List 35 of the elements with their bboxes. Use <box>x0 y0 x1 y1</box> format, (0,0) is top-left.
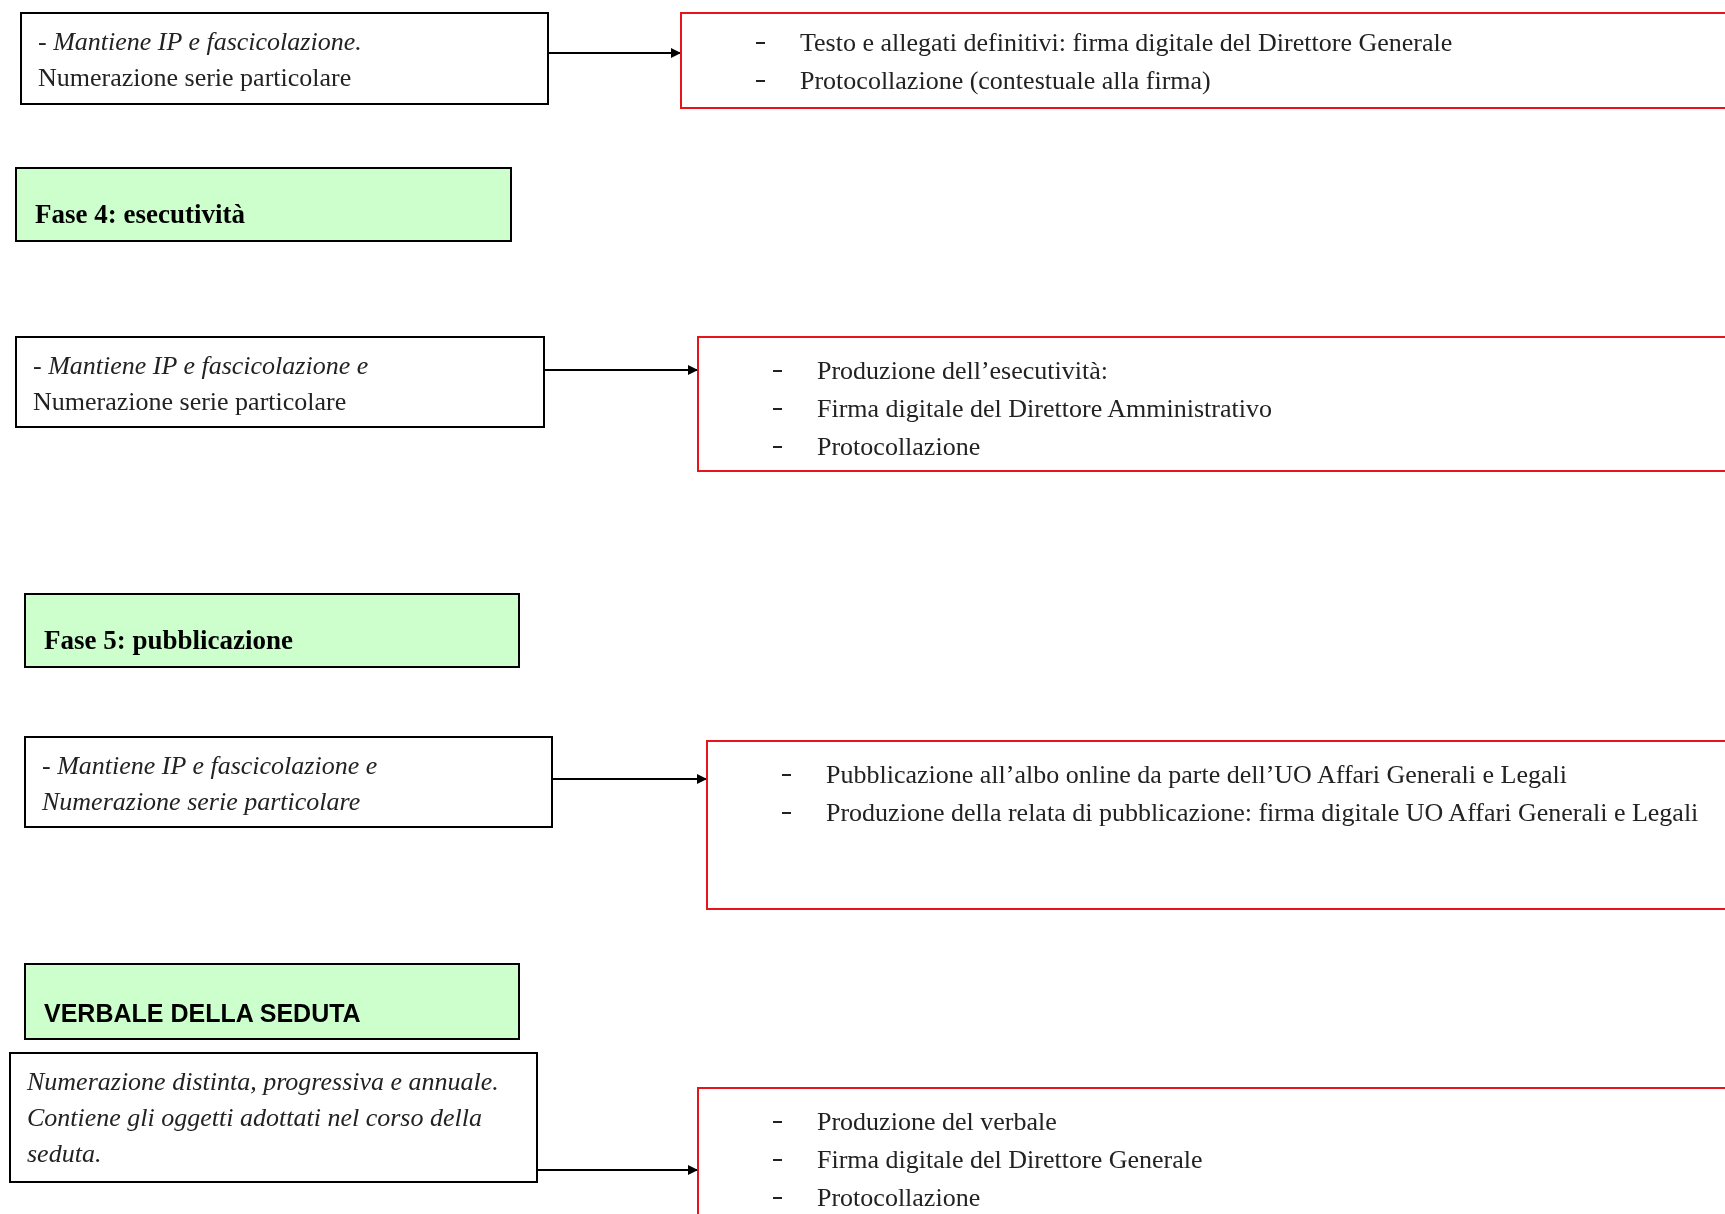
note-text: Numerazione serie particolare <box>33 386 348 418</box>
note-text: - Mantiene IP e fascicolazione e <box>42 750 379 782</box>
list-item-text: Testo e allegati definitivi: firma digitale del Direttore Generale <box>800 27 1454 59</box>
list-item-text: Produzione della relata di pubblicazione: firma digitale UO Affari Generali e Legali <box>826 797 1700 829</box>
task-box <box>680 12 1725 109</box>
phase-title: VERBALE DELLA SEDUTA <box>44 999 361 1028</box>
list-item-text: Firma digitale del Direttore Amministrativo <box>817 393 1273 425</box>
phase-title: Fase 4: esecutività <box>35 199 245 230</box>
note-text: Numerazione distinta, progressiva e annuale. Contiene gli oggetti adottati nel corso della seduta. <box>27 1066 500 1170</box>
note-text: Numerazione serie particolare <box>38 62 353 94</box>
arrow <box>537 1165 698 1175</box>
list-item-text: Produzione del verbale <box>817 1106 1058 1138</box>
note-text: - Mantiene IP e fascicolazione e <box>33 350 370 382</box>
arrow <box>552 774 707 784</box>
task-box <box>706 740 1725 910</box>
phase-header-box <box>24 593 520 668</box>
phase-header-box <box>15 167 512 242</box>
list-item-text: Pubblicazione all’albo online da parte dell’UO Affari Generali e Legali <box>826 759 1568 791</box>
note-box <box>24 736 553 828</box>
arrow <box>548 48 681 58</box>
task-box <box>697 336 1725 472</box>
note-box <box>20 12 549 105</box>
arrow <box>544 365 698 375</box>
task-box <box>697 1087 1725 1214</box>
list-item-text: Produzione dell’esecutività: <box>817 355 1109 387</box>
phase-title: Fase 5: pubblicazione <box>44 625 293 656</box>
list-item-text: Protocollazione <box>817 431 982 463</box>
list-item-text: Protocollazione (contestuale alla firma) <box>800 65 1212 97</box>
phase-header-box <box>24 963 520 1040</box>
note-box <box>9 1052 538 1183</box>
note-text: Numerazione serie particolare <box>42 786 362 818</box>
list-item-text: Protocollazione <box>817 1182 982 1214</box>
list-item-text: Firma digitale del Direttore Generale <box>817 1144 1204 1176</box>
note-text: - Mantiene IP e fascicolazione. <box>38 26 363 58</box>
note-box <box>15 336 545 428</box>
